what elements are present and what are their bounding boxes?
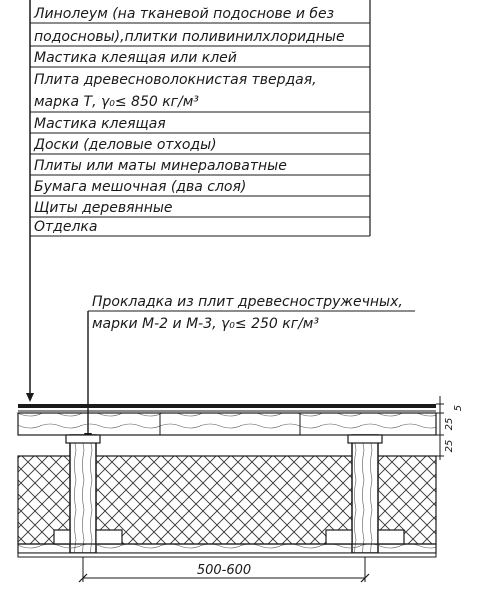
dimension-tick (360, 573, 370, 583)
cranial-bar (325, 529, 353, 545)
layer-label-11: Отделка (34, 219, 97, 235)
layer-label-3: Мастика клеящая или клей (34, 50, 237, 66)
legend-arrow-icon (26, 393, 34, 402)
layer-label-1: Линолеум (на тканевой подоснове и без (33, 6, 334, 22)
layer-label-9: Бумага мешочная (два слоя) (34, 179, 246, 195)
layer-label-4: Плита древесноволокнистая твердая, (34, 72, 317, 88)
joist-right-grain (352, 435, 378, 553)
linoleum-layer (18, 404, 436, 408)
cross-section (17, 404, 437, 558)
cranial-bar (95, 529, 123, 545)
layer-label-8: Плиты или маты минераловатные (34, 158, 287, 174)
boards-layer (17, 412, 437, 436)
gasket-label-line1: Прокладка из плит древесностружечных, (92, 294, 403, 310)
layer-label-7: Доски (деловые отходы) (33, 137, 217, 153)
layer-legend: Линолеум (на тканевой подоснове и без по… (26, 0, 371, 402)
gasket-label-line2: марки М-2 и М-3, γ₀≤ 250 кг/м³ (92, 316, 319, 332)
gasket-pad (347, 434, 383, 444)
dim-spacing: 500-600 (197, 563, 251, 578)
finishing-layer (17, 552, 437, 558)
horizontal-dimension: 500-600 (78, 557, 370, 583)
joist-left-grain (70, 435, 96, 553)
vertical-dimensions: 5 25 25 25 (436, 396, 464, 460)
cranial-bar (53, 529, 71, 545)
wooden-panels-layer (17, 543, 437, 554)
gasket-callout: Прокладка из плит древесностружечных, ма… (84, 294, 415, 442)
dimension-tick (78, 573, 88, 583)
layer-label-5: марка Т, γ₀≤ 850 кг/м³ (34, 94, 199, 110)
cranial-bar (377, 529, 405, 545)
layer-label-2: подосновы),плитки поливинилхлоридные (34, 29, 345, 45)
dim-board-2: 25 (444, 440, 455, 453)
layer-label-6: Мастика клеящая (34, 116, 166, 132)
gasket-pad (65, 434, 101, 444)
dim-top-thickness: 5 (453, 405, 464, 411)
dim-board-1: 25 (444, 418, 455, 431)
layer-label-10: Щиты деревянные (34, 200, 173, 216)
